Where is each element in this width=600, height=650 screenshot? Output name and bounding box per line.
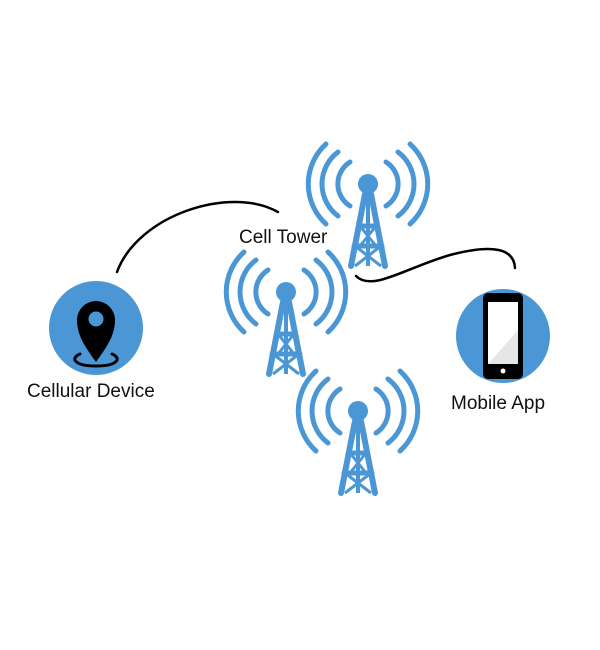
- cell-tower-icon: [226, 252, 345, 374]
- smartphone-icon: [483, 293, 523, 379]
- cell-tower-icon: [298, 371, 417, 493]
- cellular-device-node: [49, 281, 143, 375]
- mobile-app-node: [456, 289, 550, 383]
- cellular-device-label: Cellular Device: [27, 381, 155, 402]
- cell-tower-label: Cell Tower: [239, 227, 328, 248]
- connector-tower-to-app: [354, 247, 517, 283]
- mobile-app-label: Mobile App: [451, 393, 546, 414]
- map-pin-icon: [73, 301, 119, 368]
- connector-device-to-tower: [115, 200, 280, 274]
